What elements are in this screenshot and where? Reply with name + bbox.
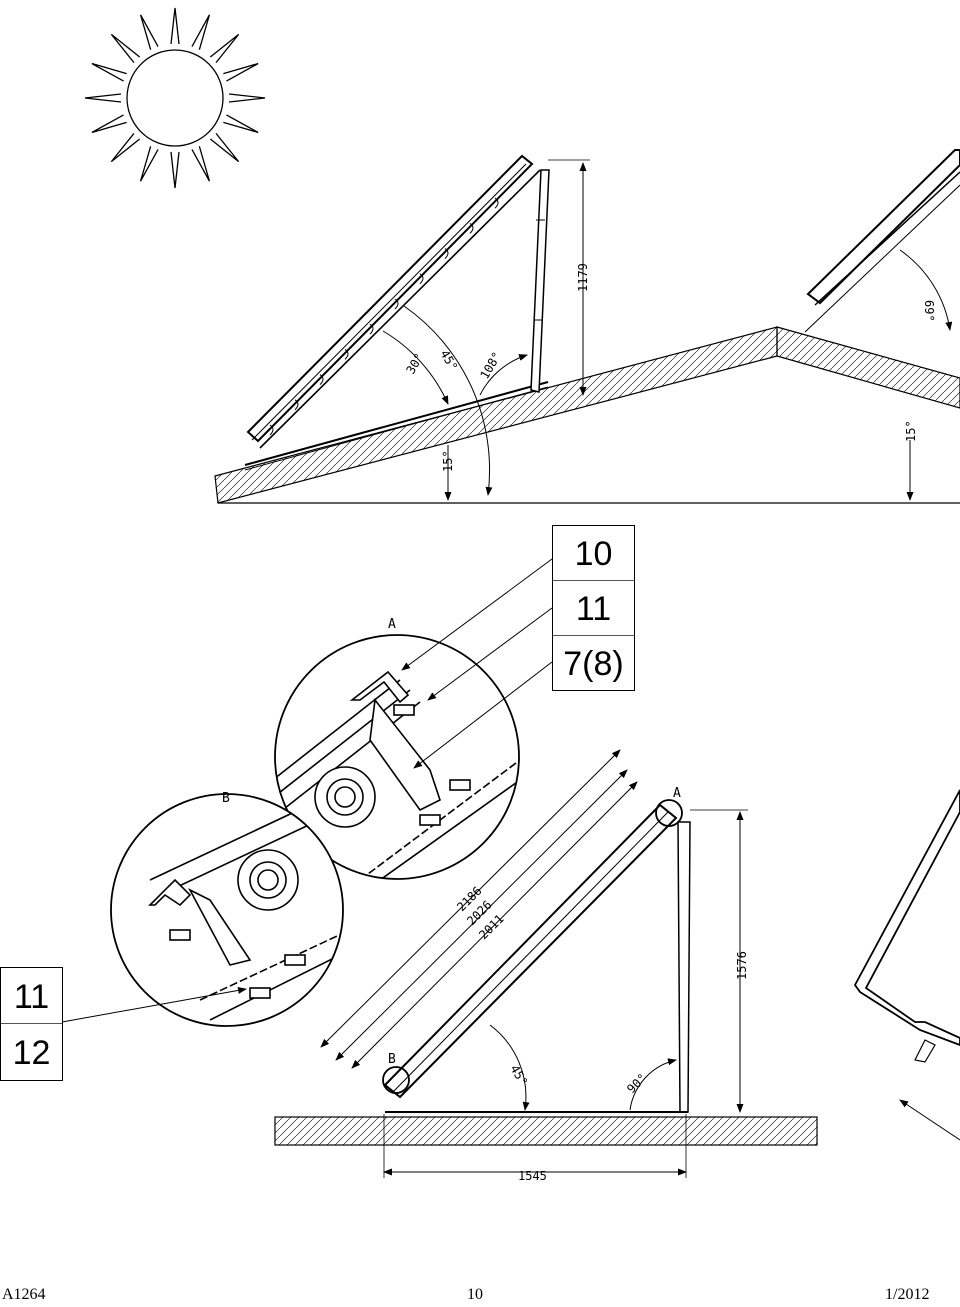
- footer-date: 1/2012: [885, 1286, 930, 1303]
- sun-icon: [84, 7, 266, 189]
- dim-1576: 1576: [735, 951, 749, 980]
- parts-table-b: 11 12: [0, 967, 63, 1081]
- collector-panel-left: [246, 154, 541, 449]
- point-a-label: A: [673, 786, 681, 801]
- angle-30: 30°: [403, 351, 426, 377]
- dim-1545: 1545: [518, 1169, 547, 1183]
- parts-table-a: 10 11 7(8): [552, 525, 635, 691]
- footer-doc-code: A1264: [2, 1286, 46, 1303]
- detail-b-label: B: [222, 791, 230, 806]
- table-a-item-3: 7(8): [553, 635, 634, 690]
- detail-a-label: A: [388, 617, 396, 632]
- angle-45: 45°: [437, 348, 460, 374]
- roof-slab-right: [776, 326, 960, 409]
- table-b-item-1: 11: [13, 978, 50, 1016]
- ground-slab: [274, 1116, 818, 1146]
- detail-b: B: [110, 791, 344, 1027]
- roof-mount-drawing: 1179 30° 45° 108° 15° 69° 15°: [214, 149, 960, 504]
- collector-panel-right: [804, 149, 960, 333]
- angle-90: 90°: [624, 1071, 649, 1096]
- angle-69: 69°: [922, 300, 936, 322]
- footer-page-number: 10: [467, 1286, 483, 1303]
- dim-1179: 1179: [576, 263, 590, 292]
- table-a-item-1: 10: [574, 535, 613, 573]
- angle-45-flat: 45°: [507, 1063, 530, 1089]
- table-a-item-2: 11: [553, 580, 634, 635]
- table-b-item-2: 12: [1, 1023, 62, 1079]
- angle-108: 108°: [477, 349, 504, 381]
- point-b-label: B: [388, 1052, 396, 1067]
- angle-15: 15°: [441, 450, 455, 472]
- angle-15-right: 15°: [904, 420, 918, 442]
